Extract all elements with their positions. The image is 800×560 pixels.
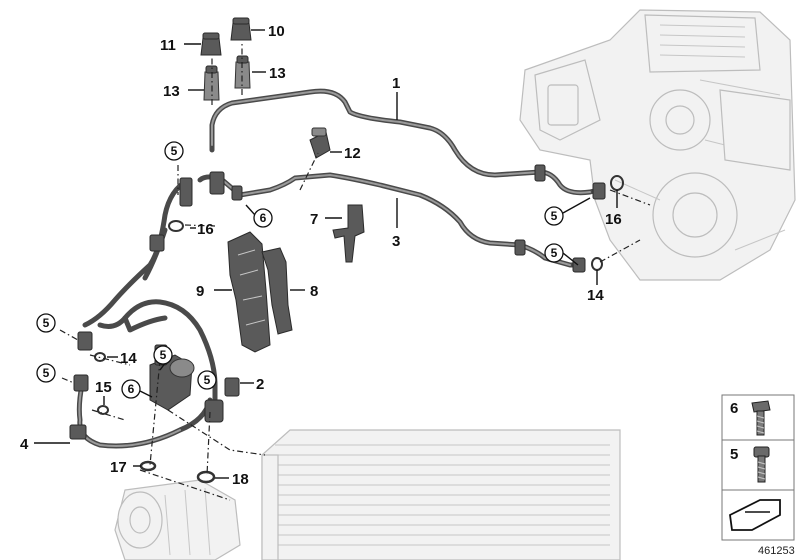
callout-18: 18 xyxy=(232,471,249,488)
hvac-housing-ghost xyxy=(519,9,796,281)
pipe-4 xyxy=(69,177,213,449)
circled-callout-5-right-upper: 5 xyxy=(544,206,564,226)
legend-item-5-label: 5 xyxy=(730,446,738,463)
diagram-number: 461253 xyxy=(758,545,795,557)
service-caps xyxy=(200,17,252,101)
bolt-6-icon xyxy=(751,400,771,436)
callout-16b: 16 xyxy=(605,211,622,228)
callout-16a: 16 xyxy=(197,221,214,238)
callout-10: 10 xyxy=(268,23,285,40)
svg-text:5: 5 xyxy=(204,373,211,387)
shield-9 xyxy=(227,231,271,353)
bolt-5-icon xyxy=(753,446,770,483)
svg-text:6: 6 xyxy=(128,382,135,396)
pipe-3 xyxy=(197,171,586,273)
bracket-7 xyxy=(332,204,365,263)
callout-3: 3 xyxy=(392,233,400,250)
callout-8: 8 xyxy=(310,283,318,300)
shield-8 xyxy=(261,247,293,335)
circled-callout-6b: 6 xyxy=(121,379,141,399)
callouts: 11 10 13 13 1 12 3 7 9 8 2 4 14 15 17 18… xyxy=(20,23,622,488)
callout-9: 9 xyxy=(196,283,204,300)
callout-14a: 14 xyxy=(120,350,137,367)
callout-14b: 14 xyxy=(587,287,604,304)
callout-15: 15 xyxy=(95,379,112,396)
callout-7: 7 xyxy=(310,211,318,228)
svg-text:5: 5 xyxy=(551,246,558,260)
callout-4: 4 xyxy=(20,436,29,453)
svg-text:5: 5 xyxy=(43,366,50,380)
svg-text:5: 5 xyxy=(551,209,558,223)
callout-1: 1 xyxy=(392,75,400,92)
callout-2: 2 xyxy=(256,376,264,393)
circled-callout-5-left-lower: 5 xyxy=(36,363,56,383)
legend-item-6-label: 6 xyxy=(730,400,738,417)
svg-text:5: 5 xyxy=(171,144,178,158)
callout-12: 12 xyxy=(344,145,361,162)
callout-13b: 13 xyxy=(269,65,286,82)
leader-lines xyxy=(34,29,618,479)
compressor-ghost xyxy=(114,479,241,560)
circled-callout-6a: 6 xyxy=(253,208,273,228)
circled-callout-5-top: 5 xyxy=(164,141,184,161)
callout-11: 11 xyxy=(160,37,176,54)
assembly-lines xyxy=(59,44,651,501)
circled-callout-5-right-lower: 5 xyxy=(544,243,564,263)
circled-callout-5-left-upper: 5 xyxy=(36,313,56,333)
callout-13a: 13 xyxy=(163,83,180,100)
arrow-symbol-icon xyxy=(729,499,781,531)
callout-17: 17 xyxy=(110,459,127,476)
pressure-sensor xyxy=(309,127,331,159)
circled-callout-5-center-a: 5 xyxy=(153,345,173,365)
svg-text:5: 5 xyxy=(160,348,167,362)
pipe-1 xyxy=(209,88,606,200)
svg-text:6: 6 xyxy=(260,211,267,225)
circled-callouts: 6 6 5 5 5 5 5 5 xyxy=(36,141,564,399)
circled-callout-5-center-b: 5 xyxy=(197,370,217,390)
pipe-2 xyxy=(97,299,240,423)
svg-text:5: 5 xyxy=(43,316,50,330)
condenser-ghost xyxy=(261,429,621,560)
fastener-legend: 6 5 xyxy=(721,394,795,541)
